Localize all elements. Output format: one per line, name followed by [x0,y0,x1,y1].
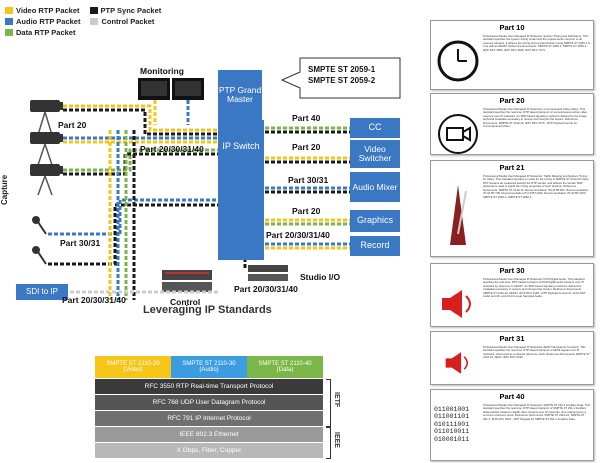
stack-title: Leveraging IP Standards [143,304,272,316]
ieee-bracket [326,427,331,459]
card-part21: Part 21 Professional Media Over Managed … [430,160,594,257]
callout-text: SMPTE ST 2059-1 SMPTE ST 2059-2 [308,65,376,86]
card-title: Part 20 [499,96,525,105]
callout-bubble [280,57,401,99]
legend-control: Control Packet [90,17,154,26]
card-title: Part 10 [499,23,525,32]
speaker-icon [445,352,469,374]
legend-data-label: Data RTP Packet [16,28,76,37]
packet-wires [48,100,350,300]
stack-physical: X Gbps, Fiber, Copper [95,443,323,458]
part-label-p20-30-31-40-cam: Part 20/30/31/40 [140,144,204,154]
studio-io-label: Studio I/O [300,272,341,282]
monitoring-label: Monitoring [140,66,184,76]
part-label-p20-vs: Part 20 [292,142,321,152]
part-label-p20-30-31-40-studio: Part 20/30/31/40 [234,284,298,294]
card-title: Part 21 [499,163,525,172]
control-swatch [90,18,99,25]
legend-audio: Audio RTP Packet [5,17,80,26]
video-camera-icon [438,114,478,154]
legend-video-label: Video RTP Packet [16,6,80,15]
card-part20: Part 20 Professional Media Over Managed … [430,93,594,155]
speaker-icon [442,290,471,318]
audio-swatch [5,18,13,25]
legend-ptp-label: PTP Sync Packet [100,6,162,15]
monitor-icon [138,78,204,100]
card-text: Professional Media Over Managed IP Netwo… [483,346,590,360]
ptp-swatch [89,7,98,14]
card-part10: Part 10 Professional Media Over Managed … [430,20,594,90]
sdi-to-ip: SDI to IP [16,284,68,300]
control-console-icon [162,270,212,292]
ptp-grand-master: PTP Grand Master [218,70,262,120]
legend-data: Data RTP Packet [5,28,75,37]
part-label-p20-30-31-40-rec: Part 20/30/31/40 [266,230,330,240]
stack-ethernet: IEEE 802.3 Ethernet [95,427,323,442]
ietf-label: IETF [333,392,340,408]
card-text: Professional Media Over Managed IP Netwo… [483,108,588,129]
control-label: Control [170,297,201,307]
stack-audio: SMPTE ST 2110-30 (Audio) [171,356,247,378]
card-text: Professional Media Over Managed IP Netwo… [483,404,590,421]
packet-legend: Video RTP Packet PTP Sync Packet Audio R… [5,6,265,39]
stack-rtp: RFC 3550 RTP Real-time Transport Protoco… [95,379,323,394]
network-diagram [30,57,401,300]
binary-icon: 011001001 011001101 010111001 011010011 … [434,406,470,443]
card-part30: Part 30 Professional Media Over Managed … [430,263,594,327]
card-title: Part 31 [499,334,525,343]
camera-icon [30,100,63,196]
legend-audio-label: Audio RTP Packet [16,17,81,26]
part-label-p40-cc: Part 40 [292,113,321,123]
card-text: Professional Media Over Managed IP Netwo… [483,35,590,52]
output-cc: CC [350,118,400,138]
stack-udp: RFC 768 UDP User Datagram Protocol [95,395,323,410]
ietf-bracket [326,379,331,427]
microphone-icon [32,216,47,265]
ip-switch: IP Switch [218,120,264,260]
data-swatch [5,29,13,36]
stack-video: SMPTE ST 2110-20 (Video) [95,356,171,378]
card-text: Professional Media Over Managed IP Netwo… [483,175,589,199]
clock-icon [437,40,479,82]
part-label-p20-30-31-40-sdi: Part 20/30/31/40 [62,295,126,305]
output-record: Record [350,236,400,256]
stack-ip: RFC 791 IP Internet Protocol [95,411,323,426]
legend-ptp: PTP Sync Packet [89,6,162,15]
card-title: Part 30 [499,266,525,275]
legend-video: Video RTP Packet [5,6,80,15]
part-label-p20-gr: Part 20 [292,206,321,216]
card-part31: Part 31 Professional Media Over Managed … [430,331,594,385]
card-part40: Part 40 011001001 011001101 010111001 01… [430,389,594,461]
metronome-icon [450,185,467,245]
card-title: Part 40 [499,392,525,401]
part-label-p30-31-mic: Part 30/31 [60,238,101,248]
video-swatch [5,7,13,14]
output-graphics: Graphics [350,210,400,232]
studio-io-icon [248,265,288,281]
legend-control-label: Control Packet [101,17,155,26]
output-audio-mixer: Audio Mixer [350,172,400,202]
card-text: Professional Media Over Managed IP Netwo… [483,278,586,299]
capture-label: Capture [0,174,9,205]
part-label-p30-31-am: Part 30/31 [288,175,329,185]
ieee-label: IEEE [333,432,340,448]
output-video-switcher: Video Switcher [350,140,400,168]
part-label-p20-cam: Part 20 [58,120,87,130]
stack-top-row: SMPTE ST 2110-20 (Video) SMPTE ST 2110-3… [95,356,323,378]
stack-data: SMPTE ST 2110-40 (Data) [247,356,323,378]
